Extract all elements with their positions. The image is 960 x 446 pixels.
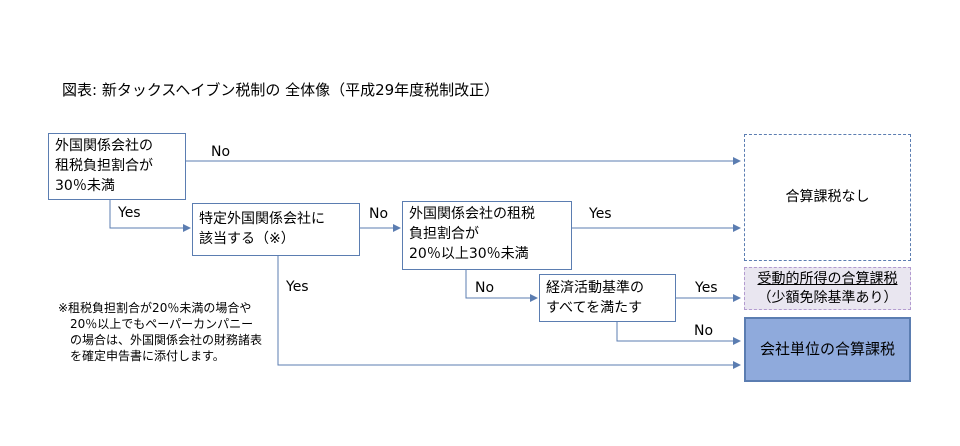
note-line-2: 20％以上でもペーパーカンパニー (58, 317, 254, 331)
q4-line-1: 経済活動基準の (546, 280, 644, 296)
q1-line-2: 租税負担割合が (55, 158, 153, 174)
edge-label-q3-yes: Yes (589, 206, 612, 222)
footnote: ※租税負担割合が20％未満の場合や 20％以上でもペーパーカンパニー の場合は、… (58, 300, 262, 364)
result-no-taxation-label: 合算課税なし (785, 189, 870, 205)
note-line-3: の場合は、外国関係会社の財務諸表 (58, 333, 263, 347)
edge-label-q1-no: No (211, 144, 231, 160)
edge-label-q4-no: No (694, 323, 714, 339)
edge-label-q4-yes: Yes (695, 280, 718, 296)
passive-line-2: （少額免除基準あり） (757, 289, 898, 306)
edge-label-q3-no: No (475, 280, 495, 296)
q3-line-3: 20％以上30％未満 (409, 246, 529, 262)
result-entity-label: 会社単位の合算課税 (759, 340, 895, 358)
question-specified-foreign-company: 特定外国関係会社に 該当する（※） (192, 203, 360, 256)
q4-line-2: すべてを満たす (546, 300, 643, 316)
arrow-q1-yes (109, 200, 191, 232)
diagram-title: 図表: 新タックスヘイブン税制の 全体像（平成29年度税制改正） (62, 81, 500, 99)
passive-line-1: 受動的所得の合算課税 (757, 270, 898, 287)
result-no-taxation: 合算課税なし (744, 134, 911, 261)
arrow-q2-yes (277, 256, 741, 369)
question-economic-activity-criteria: 経済活動基準の すべてを満たす (539, 274, 676, 322)
edge-label-q1-yes: Yes (118, 205, 141, 221)
note-line-4: を確定申告書に添付します。 (58, 349, 225, 363)
question-tax-burden-20-to-30: 外国関係会社の租税 負担割合が 20％以上30％未満 (402, 201, 572, 270)
arrow-q4-no (616, 322, 741, 345)
edge-label-q2-no: No (369, 206, 389, 222)
note-line-1: ※租税負担割合が20％未満の場合や (58, 301, 252, 315)
q2-line-1: 特定外国関係会社に (199, 211, 325, 227)
result-passive-income-taxation: 受動的所得の合算課税 （少額免除基準あり） (744, 267, 911, 310)
q1-line-1: 外国関係会社の (55, 138, 153, 154)
q3-line-2: 負担割合が (409, 226, 479, 242)
question-tax-burden-under-30: 外国関係会社の 租税負担割合が 30％未満 (48, 133, 186, 200)
q1-line-3: 30％未満 (55, 178, 115, 194)
edge-label-q2-yes: Yes (286, 279, 309, 295)
arrow-q3-no (465, 270, 538, 302)
q3-line-1: 外国関係会社の租税 (409, 206, 535, 222)
result-entity-taxation: 会社単位の合算課税 (744, 317, 911, 382)
q2-line-2: 該当する（※） (199, 231, 295, 247)
